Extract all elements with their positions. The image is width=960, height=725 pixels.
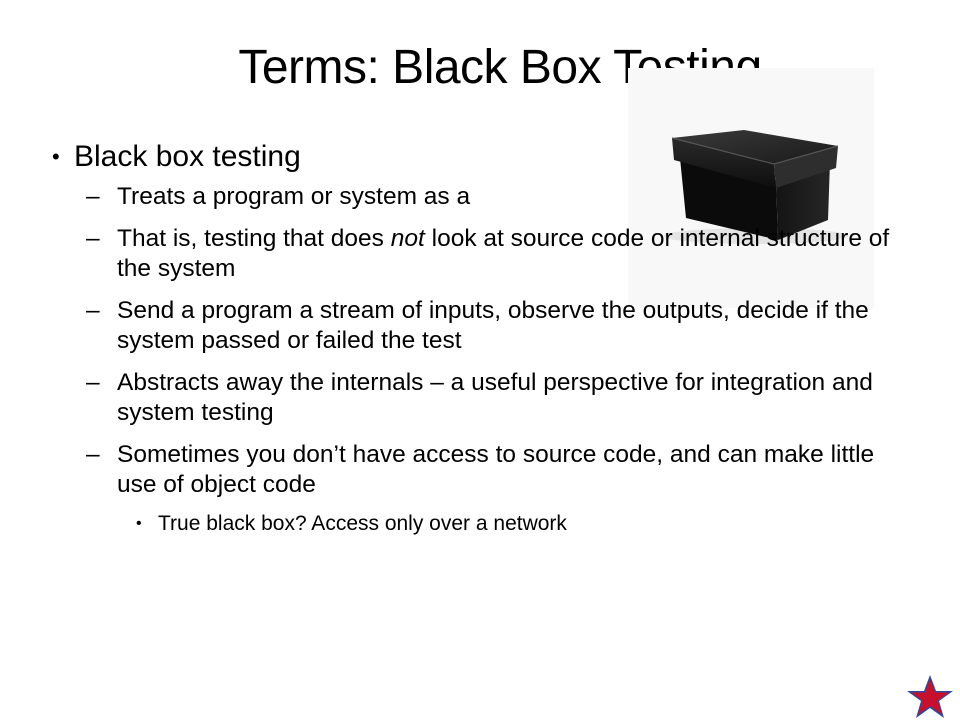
sub-bullet-text: Sometimes you don’t have access to sourc… [117,441,875,498]
bullet-dot-icon: • [52,144,60,169]
sub-bullet-text: Treats a program or system as a [117,183,471,210]
sub-bullet-text-pre: That is, testing that does [117,225,391,252]
star-logo [906,674,954,720]
sub-bullet-treats: – Treats a program or system as a [74,182,904,212]
black-box-icon [664,130,848,244]
sub-bullet-text: Abstracts away the internals – a useful … [117,369,873,426]
sub-sub-bullet-text: True black box? Access only over a netwo… [158,512,567,535]
bullet-text: Black box testing [74,140,301,173]
black-box-image [628,68,874,308]
dash-icon: – [86,297,100,324]
sub-bullet-send: – Send a program a stream of inputs, obs… [74,296,904,356]
sub-bullet-abstracts: – Abstracts away the internals – a usefu… [74,368,904,428]
sub-bullet-text: Send a program a stream of inputs, obser… [117,297,869,354]
sub-bullet-text-post: look at source code or internal structur… [117,225,890,282]
sub-bullet-sometimes: – Sometimes you don’t have access to sou… [74,440,904,500]
sub-sub-bullet-true-black-box: • True black box? Access only over a net… [74,510,904,538]
slide-content: • Black box testing – Treats a program o… [52,138,904,538]
sub-bullet-emphasis: not [390,225,425,252]
dash-icon: – [86,183,100,210]
star-icon [907,675,953,718]
dash-icon: – [86,369,100,396]
sub-bullet-that-is: – That is, testing that does not look at… [74,224,904,284]
bullet-black-box-testing: • Black box testing [52,138,904,176]
bullet-dot-icon: • [136,515,142,532]
dash-icon: – [86,441,100,468]
sub-bullet-list: – Treats a program or system as a – That… [74,182,904,538]
dash-icon: – [86,225,100,252]
